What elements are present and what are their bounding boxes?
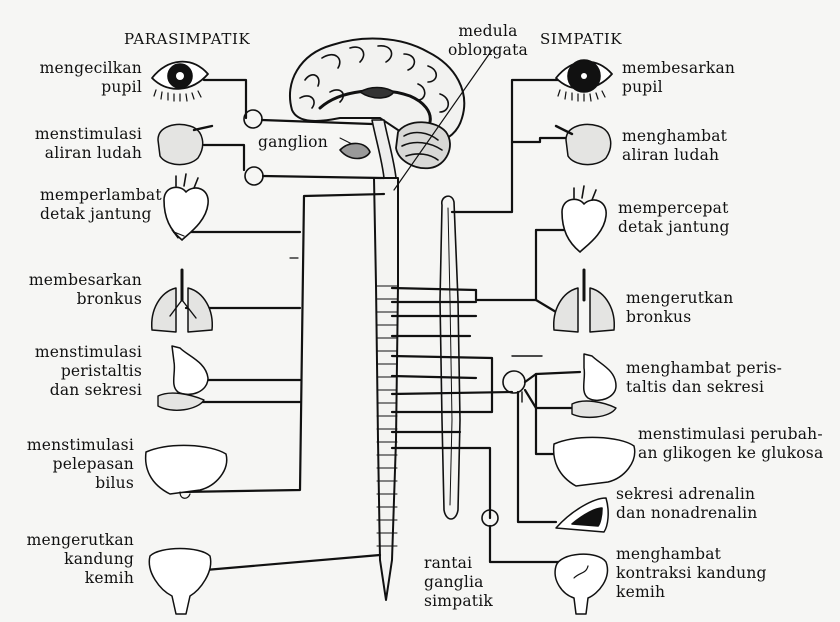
ganglion-leader-line xyxy=(339,137,353,145)
brain-illustration xyxy=(289,37,466,179)
sympathetic-heading: SIMPATIK xyxy=(540,30,623,48)
right-heart-icon xyxy=(561,185,607,253)
medulla-leader-line xyxy=(393,49,493,191)
symp-effect-digestion: menghambat peris- taltis dan sekresi xyxy=(626,359,783,396)
right-liver-icon xyxy=(552,436,636,487)
para-effect-bronchi: membesarkan bronkus xyxy=(28,271,142,308)
spinal-segment-lines xyxy=(376,285,398,547)
left-bladder-icon xyxy=(148,547,212,615)
left-liver-icon xyxy=(144,444,228,499)
symp-effect-adrenalin: sekresi adrenalin dan nonadrenalin xyxy=(616,485,758,522)
sympathetic-chain-label: rantai ganglia simpatik xyxy=(424,554,493,610)
para-effect-bile: menstimulasi pelepasan bilus xyxy=(26,436,134,492)
symp-effect-pupil: membesarkan pupil xyxy=(622,59,736,96)
left-salivary-gland-icon xyxy=(157,123,214,166)
para-effect-heart: memperlambat detak jantung xyxy=(40,186,162,223)
left-stomach-icon xyxy=(157,345,209,411)
medulla-oblongata-label: medula oblongata xyxy=(448,22,528,59)
sympathetic-nerves xyxy=(390,78,602,564)
left-eye-icon xyxy=(151,60,209,102)
para-effect-pupil: mengecilkan pupil xyxy=(39,59,142,96)
symp-effect-bronchi: mengerutkan bronkus xyxy=(626,289,734,326)
parasympathetic-nerves xyxy=(172,78,386,574)
left-heart-icon xyxy=(163,173,209,241)
spinal-cord xyxy=(373,177,399,601)
left-lungs-icon xyxy=(151,268,213,333)
ganglion-label: ganglion xyxy=(258,133,328,152)
right-eye-icon xyxy=(555,59,613,102)
right-bladder-icon xyxy=(554,553,609,615)
para-effect-bladder: mengerutkan kandung kemih xyxy=(26,531,134,587)
symp-effect-glycogen: menstimulasi perubah- an glikogen ke glu… xyxy=(638,425,824,462)
symp-effect-heart: mempercepat detak jantung xyxy=(618,199,730,236)
right-adrenal-gland-icon xyxy=(555,497,609,533)
para-effect-digestion: menstimulasi peristaltis dan sekresi xyxy=(34,343,142,399)
symp-effect-bladder: menghambat kontraksi kandung kemih xyxy=(616,545,767,601)
parasympathetic-heading: PARASIMPATIK xyxy=(124,30,251,48)
para-effect-saliva: menstimulasi aliran ludah xyxy=(34,125,142,162)
right-lungs-icon xyxy=(553,268,615,333)
right-salivary-gland-icon xyxy=(554,123,612,166)
symp-effect-saliva: menghambat aliran ludah xyxy=(622,127,728,164)
right-stomach-icon xyxy=(571,353,617,419)
